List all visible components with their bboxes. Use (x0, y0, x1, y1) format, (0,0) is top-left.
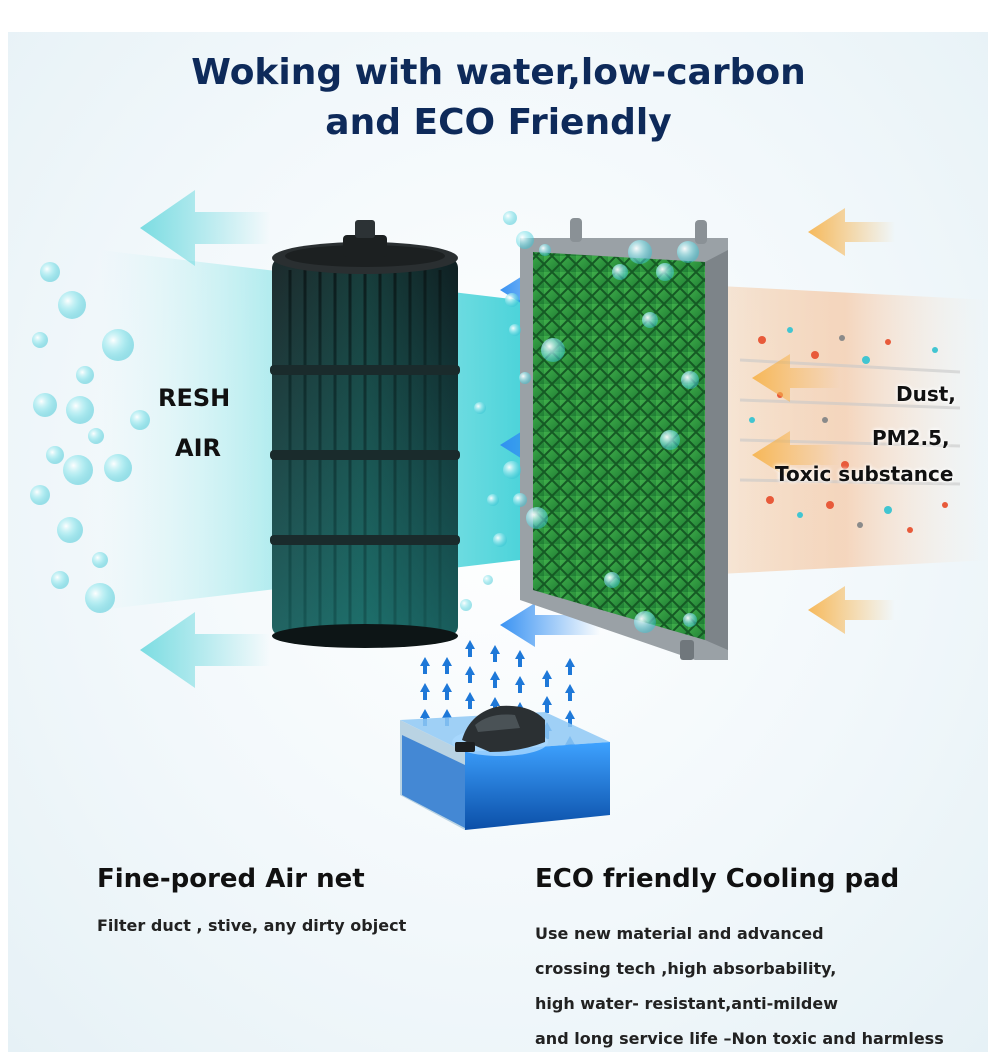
air-net-description: Filter duct , stive, any dirty object (97, 916, 407, 935)
fresh-air-label-line-2: AIR (175, 434, 221, 462)
cooling-pad-description: Use new material and advanced crossing t… (535, 916, 985, 1056)
cooling-pad-description-line: high water- resistant,anti-mildew (535, 994, 838, 1013)
flow-arrow-bottom (500, 603, 600, 647)
dirty-air-arrow-bottom (808, 586, 895, 634)
fresh-air-label-line-1: RESH (158, 384, 231, 412)
toxic-label: Toxic substance (775, 462, 954, 486)
title-line-2: and ECO Friendly (325, 102, 672, 143)
air-net-fan (270, 220, 460, 648)
bubbles-left (30, 262, 150, 613)
dust-label: Dust, (896, 382, 956, 406)
water-tank (400, 705, 610, 830)
air-net-heading: Fine-pored Air net (97, 864, 365, 894)
page-title: Woking with water,low-carbon and ECO Fri… (0, 48, 997, 148)
title-line-1: Woking with water,low-carbon (191, 52, 806, 93)
fresh-air-arrow-top (140, 190, 270, 266)
bubbles-pad (460, 211, 699, 633)
cooling-pad-heading: ECO friendly Cooling pad (535, 864, 900, 894)
cooling-pad-description-line: and long service life –Non toxic and har… (535, 1029, 944, 1048)
pm25-label: PM2.5, (872, 426, 950, 450)
fresh-air-arrow-bottom (140, 612, 270, 688)
dirty-air-arrow-top (808, 208, 895, 256)
cooling-pad (520, 218, 728, 660)
dirty-air-arrow-mid (752, 354, 840, 479)
cooling-pad-description-line: crossing tech ,high absorbability, (535, 959, 837, 978)
cooling-pad-description-line: Use new material and advanced (535, 924, 824, 943)
